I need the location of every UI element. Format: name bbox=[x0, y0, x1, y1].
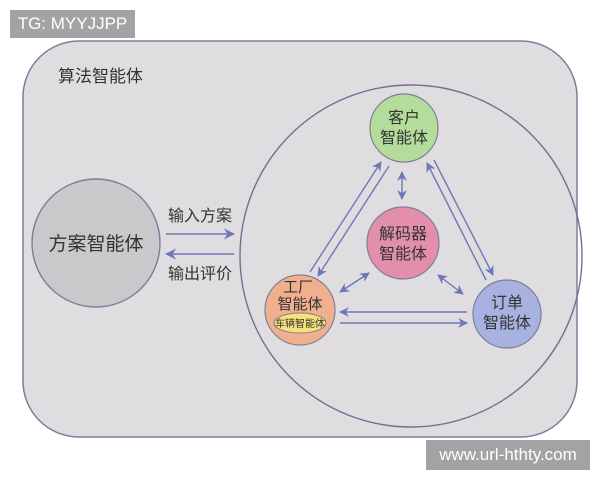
customer-to-order-arrow bbox=[433, 159, 494, 276]
decoder-agent-circle bbox=[366, 206, 440, 280]
customer-agent-circle bbox=[369, 93, 439, 163]
scheme-agent-label: 方案智能体 bbox=[48, 233, 143, 255]
order-agent-circle bbox=[472, 279, 542, 349]
factory-agent-line2: 智能体 bbox=[277, 295, 322, 313]
watermark-top-left: TG: MYYJJPP bbox=[10, 10, 135, 38]
order-to-customer-arrow bbox=[426, 162, 487, 281]
order-decoder-arrow bbox=[437, 274, 464, 295]
order-agent-line2: 智能体 bbox=[483, 313, 531, 332]
output-evaluation-label: 输出评价 bbox=[168, 264, 232, 283]
vehicle-agent-label: 车辆智能体 bbox=[275, 317, 325, 330]
scheme-agent-circle bbox=[31, 178, 161, 308]
order-agent-line1: 订单 bbox=[491, 293, 523, 312]
customer-agent-line2: 智能体 bbox=[380, 128, 428, 147]
customer-agent-line1: 客户 bbox=[388, 108, 420, 127]
decoder-agent-line1: 解码器 bbox=[379, 224, 427, 243]
watermark-bottom-right: www.url-hthty.com bbox=[426, 440, 590, 470]
customer-to-factory-arrow bbox=[317, 165, 390, 277]
factory-decoder-arrow bbox=[339, 272, 370, 293]
factory-agent-line1: 工厂 bbox=[283, 278, 313, 296]
agent-cluster-circle bbox=[239, 84, 583, 428]
decoder-agent-line2: 智能体 bbox=[379, 244, 427, 263]
vehicle-agent-ellipse bbox=[273, 312, 327, 334]
algorithm-agent-container bbox=[22, 40, 578, 438]
container-title: 算法智能体 bbox=[58, 67, 143, 87]
factory-to-customer-arrow bbox=[309, 161, 382, 273]
input-scheme-label: 输入方案 bbox=[168, 206, 232, 225]
